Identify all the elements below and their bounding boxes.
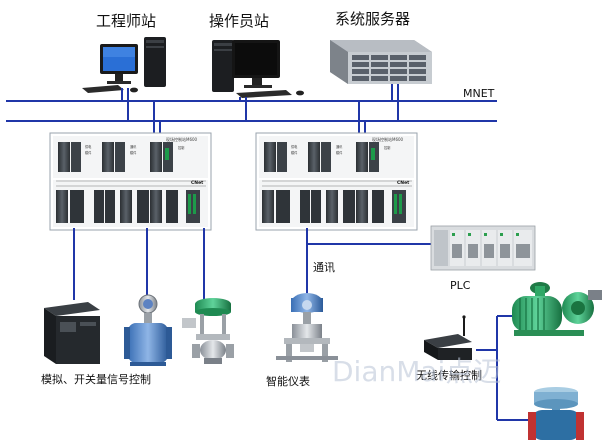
field-wiring	[73, 228, 528, 421]
engineer-station-label: 工程师站	[96, 12, 156, 30]
svg-text:通讯: 通讯	[130, 144, 137, 149]
watermark: DianMai点迈	[332, 355, 501, 388]
server-rack-icon	[330, 40, 432, 84]
svg-text:通讯: 通讯	[336, 144, 343, 149]
mnet-label: MNET	[463, 87, 495, 100]
svg-text:供电: 供电	[291, 144, 298, 149]
plc-device-icon	[430, 225, 536, 271]
operator-computer-icon	[212, 40, 304, 98]
control-station-left: 供电 模件 通讯 模件 控制	[49, 132, 212, 231]
svg-text:供电: 供电	[85, 144, 92, 149]
svg-text:模件: 模件	[130, 150, 137, 155]
control-valve-icon	[182, 298, 234, 364]
plc-label: PLC	[450, 279, 471, 292]
control-station-right: 供电 模件 通讯 模件 控制	[255, 132, 418, 231]
svg-text:模件: 模件	[85, 150, 92, 155]
comm-label: 通讯	[313, 261, 335, 274]
inverter-icon	[44, 302, 100, 364]
flowmeter-icon	[124, 294, 172, 366]
wireless-control-label: 无线传输控制	[416, 368, 482, 382]
operator-station-label: 操作员站	[209, 12, 269, 30]
svg-text:模件: 模件	[336, 150, 343, 155]
mnet-bus	[6, 84, 497, 140]
engineer-computer-icon	[82, 37, 166, 93]
pump-icon	[512, 282, 602, 336]
cabinet-title-right: 现场控制站M600	[372, 136, 404, 142]
smart-instrument-label: 智能仪表	[266, 374, 310, 388]
io-control-label: 模拟、开关量信号控制	[41, 372, 151, 386]
svg-text:控制: 控制	[384, 145, 390, 150]
svg-text:控制: 控制	[178, 145, 184, 150]
system-server-label: 系统服务器	[335, 10, 410, 28]
wireless-module-icon	[424, 315, 472, 360]
cabinet-title-left: 现场控制站M600	[166, 136, 198, 142]
svg-text:模件: 模件	[291, 150, 298, 155]
flow-valve-icon	[528, 387, 584, 440]
cnet-label-right: CNet	[397, 180, 410, 186]
cnet-label-left: CNet	[191, 180, 204, 186]
smart-transmitter-icon	[276, 293, 338, 362]
